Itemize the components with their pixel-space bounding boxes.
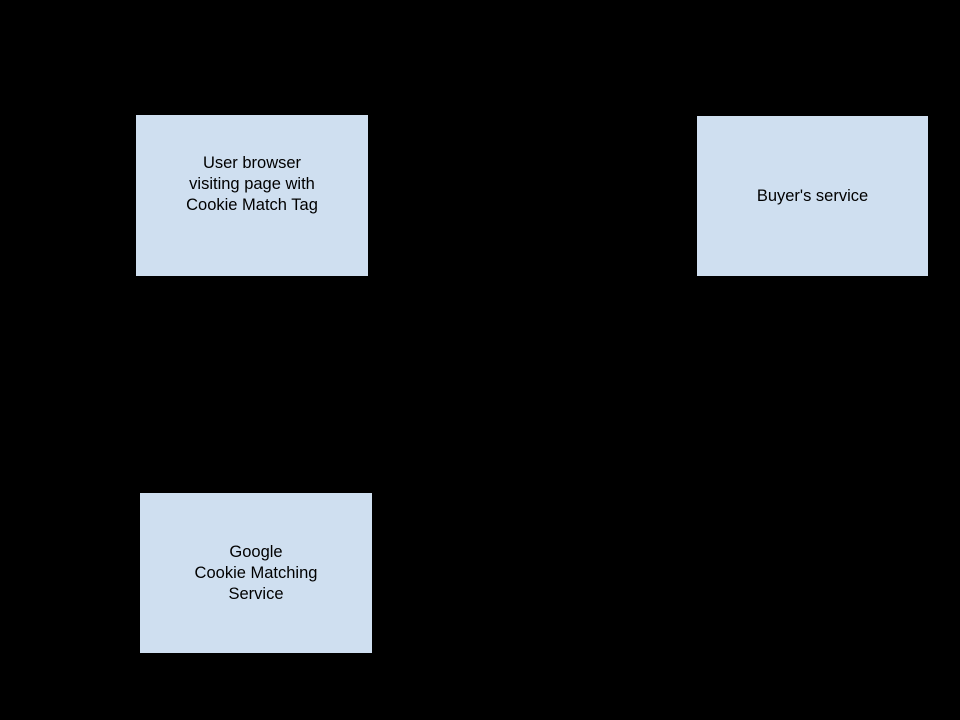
diagram-node-buyers-service-label: Buyer's service (756, 186, 869, 205)
diagram-node-user-browser[interactable]: User browser visiting page with Cookie M… (136, 115, 368, 276)
diagram-node-google-cookie-matching-service[interactable]: Google Cookie Matching Service (140, 493, 372, 653)
diagram-node-buyers-service[interactable]: Buyer's service (697, 116, 928, 276)
diagram-node-user-browser-label: User browser visiting page with Cookie M… (186, 154, 318, 214)
diagram-node-google-cookie-matching-service-label: Google Cookie Matching Service (194, 542, 318, 603)
